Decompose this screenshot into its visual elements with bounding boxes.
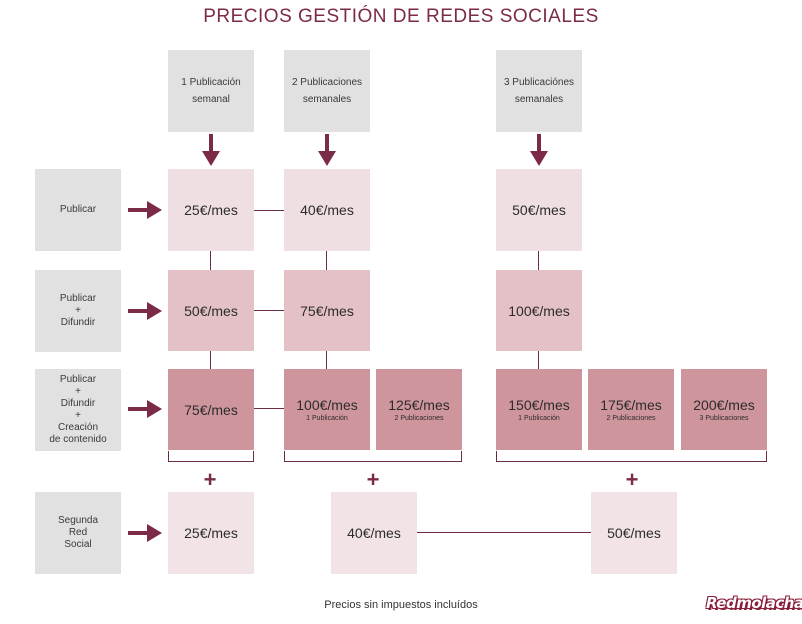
price-amount: 40€/mes [300,202,354,218]
price-amount: 25€/mes [184,525,238,541]
row-label-line: Segunda [57,515,99,526]
arrow-right-icon [128,201,162,219]
price-box-publicar-3: 50€/mes [496,169,582,251]
price-subtitle: 1 Publicación [306,414,348,422]
column-header-1-line1: 1 Publicación [181,77,241,88]
row-label-line: Social [64,539,92,550]
price-amount: 50€/mes [184,302,238,319]
row-label-line: + [75,410,81,421]
column-header-2-line1: 2 Publicaciones [291,77,363,88]
group-bracket [284,451,462,462]
column-header-1: 1 Publicación semanal [168,50,254,132]
row-label-publicar: Publicar [35,169,121,251]
arrow-right-icon [128,400,162,418]
price-box-creacion-3-3: 200€/mes 3 Publicaciones [681,369,767,450]
price-box-difundir-2: 75€/mes [284,270,370,351]
price-amount: 100€/mes [508,302,570,319]
footer-note: Precios sin impuestos incluídos [324,599,478,611]
connector-line [254,408,284,409]
price-box-creacion-1: 75€/mes [168,369,254,450]
plus-sign: + [203,467,217,492]
column-header-1-line2: semanal [192,94,230,105]
arrow-down-icon [530,134,548,166]
price-amount: 200€/mes [693,396,755,413]
column-header-3-line2: semanales [514,94,564,105]
row-label-line: Red [68,527,88,538]
price-box-creacion-3-1: 150€/mes 1 Publicación [496,369,582,450]
price-box-segunda-1: 25€/mes [168,492,254,574]
connector-line [538,251,539,270]
price-amount: 75€/mes [184,401,238,418]
price-amount: 75€/mes [300,302,354,319]
price-box-publicar-1: 25€/mes [168,169,254,251]
group-bracket [168,451,254,462]
connector-line [210,251,211,270]
group-bracket [496,451,767,462]
row-label-line: Creación [57,422,99,433]
price-box-creacion-2-2: 125€/mes 2 Publicaciones [376,369,462,450]
price-box-publicar-2: 40€/mes [284,169,370,251]
column-header-3: 3 Publicaciónes semanales [496,50,582,132]
arrow-down-icon [318,134,336,166]
price-subtitle: 2 Publicaciones [606,414,656,422]
row-label-publicar-difundir: Publicar + Difundir [35,270,121,352]
arrow-right-icon [128,302,162,320]
price-box-segunda-2: 40€/mes [331,492,417,574]
row-label-line: Publicar [59,374,97,385]
connector-line [210,351,211,369]
plus-sign: + [625,467,639,492]
row-label-line: Publicar [59,204,97,215]
page-title: PRECIOS GESTIÓN DE REDES SOCIALES [203,6,599,27]
price-box-segunda-3: 50€/mes [591,492,677,574]
connector-line [538,351,539,369]
arrow-right-icon [128,524,162,542]
connector-line [417,532,592,533]
connector-line [254,210,284,211]
row-label-line: Difundir [60,398,96,409]
price-amount: 50€/mes [607,525,661,541]
price-amount: 100€/mes [296,396,358,413]
column-header-2-line2: semanales [302,94,352,105]
plus-sign: + [366,467,380,492]
connector-line [254,310,284,311]
column-header-2: 2 Publicaciones semanales [284,50,370,132]
price-subtitle: 1 Publicación [518,414,560,422]
price-box-creacion-2-1: 100€/mes 1 Publicación [284,369,370,450]
row-label-line: de contenido [49,434,107,445]
price-amount: 175€/mes [600,396,662,413]
brand-logo: Redmolacha [706,594,802,612]
price-box-difundir-3: 100€/mes [496,270,582,351]
price-amount: 125€/mes [388,396,450,413]
row-label-segunda-red: Segunda Red Social [35,492,121,574]
row-label-line: + [75,386,81,397]
price-amount: 40€/mes [347,525,401,541]
price-box-difundir-1: 50€/mes [168,270,254,351]
price-subtitle: 3 Publicaciones [699,414,749,422]
arrow-down-icon [202,134,220,166]
row-label-creacion: Publicar + Difundir + Creación de conten… [35,369,121,451]
price-amount: 50€/mes [512,202,566,218]
price-box-creacion-3-2: 175€/mes 2 Publicaciones [588,369,674,450]
row-label-line: Difundir [60,317,96,328]
connector-line [326,251,327,270]
column-header-3-line1: 3 Publicaciónes [503,77,575,88]
row-label-line: + [75,305,81,316]
price-amount: 25€/mes [184,202,238,218]
price-subtitle: 2 Publicaciones [394,414,444,422]
row-label-line: Publicar [59,293,97,304]
price-amount: 150€/mes [508,396,570,413]
connector-line [326,351,327,369]
